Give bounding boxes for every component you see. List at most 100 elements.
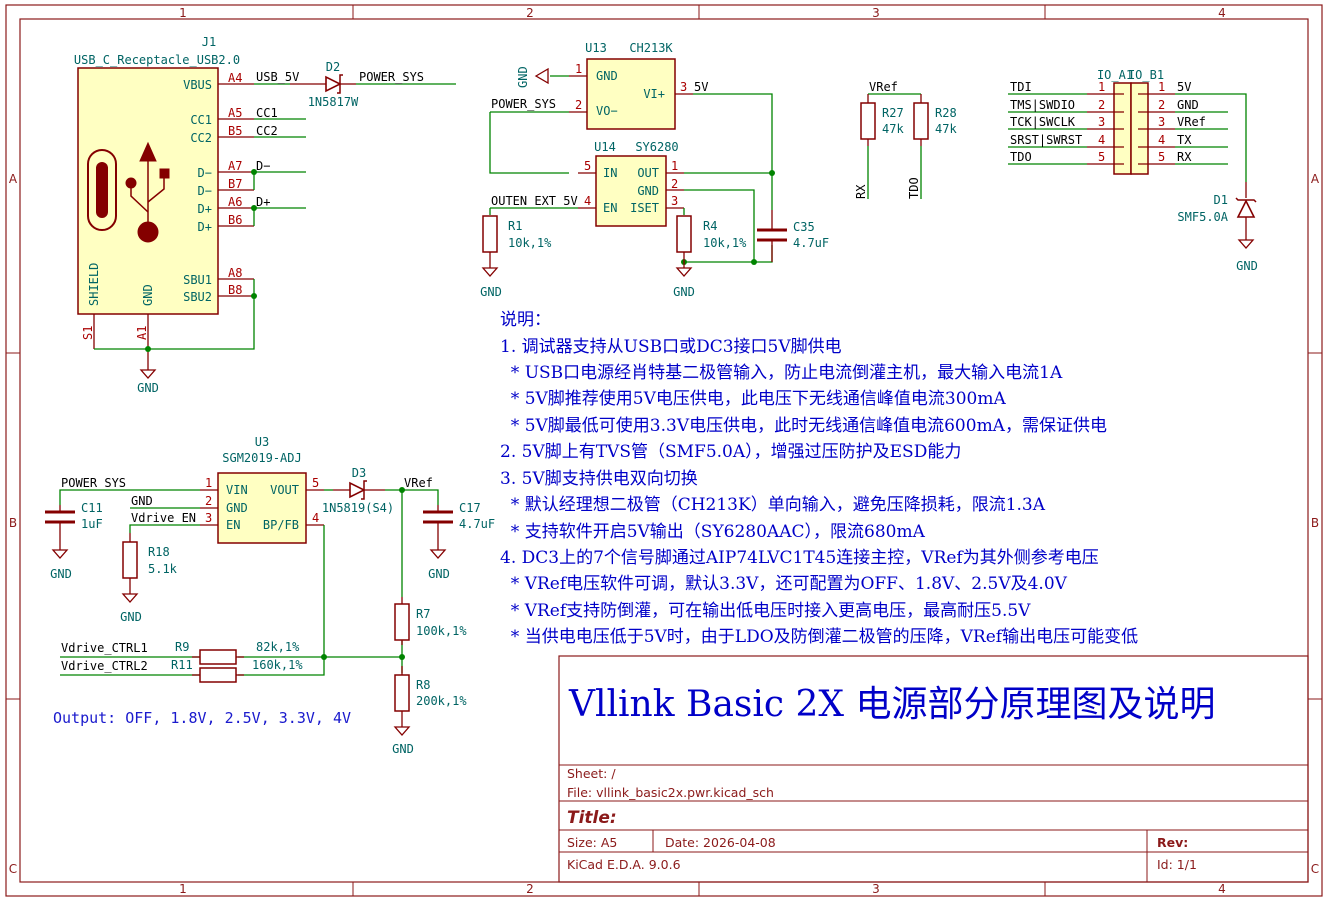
net-label-usb-5v: USB_5V [256, 70, 299, 84]
r7-ref: R7 [416, 607, 430, 621]
gnd-label: GND [516, 66, 530, 88]
size-label: Size: A5 [567, 835, 617, 850]
junction [321, 654, 327, 660]
pin-num: 2 [205, 494, 212, 508]
pin-name-gnd: GND [141, 284, 155, 306]
pin-name-dp: D+ [198, 220, 212, 234]
d3-ref: D3 [352, 466, 366, 480]
row-label: C [9, 862, 17, 876]
pin-name-vout: VOUT [270, 483, 299, 497]
capacitor-c11[interactable]: C11 1uF GND [45, 501, 103, 581]
pin-name-out: OUT [637, 166, 659, 180]
pin-num: 5 [1158, 150, 1165, 164]
row-label: B [9, 516, 17, 530]
pin-num: A7 [228, 159, 242, 173]
ideal-diode-u13[interactable]: U13 CH213K GND VO− VI+ 1 2 3 GND POWER_S… [489, 41, 773, 174]
gnd-label: GND [120, 610, 142, 624]
gnd-label: GND [392, 742, 414, 756]
net-label: TCK|SWCLK [1010, 115, 1076, 129]
pin-name-bpfb: BP/FB [263, 518, 299, 532]
pin-num: B6 [228, 213, 242, 227]
gnd-symbol [51, 549, 69, 559]
u3-ref: U3 [255, 435, 269, 449]
gnd-symbol [481, 267, 499, 277]
junction [251, 169, 257, 175]
junction [145, 346, 151, 352]
diode-d3[interactable]: D3 1N5819(S4) VRef [322, 466, 433, 515]
pin-num: 3 [1098, 115, 1105, 129]
pin-num: 4 [1098, 133, 1105, 147]
pin-num: 1 [1158, 80, 1165, 94]
resistor-r7[interactable]: R7 100k,1% [394, 597, 467, 645]
resistor-r1[interactable]: R1 10k,1% GND [480, 215, 552, 299]
net-label: GND [1177, 98, 1199, 112]
net-label-dp: D+ [256, 195, 270, 209]
pullup-resistors[interactable]: VRef R27 47k R28 47k RX TDO [854, 80, 957, 199]
net-label-outen: OUTEN_EXT_5V [491, 194, 578, 208]
resistor-r9[interactable]: Vdrive_CTRL1 R9 82k,1% [61, 640, 300, 665]
note-line: 1. 调试器支持从USB口或DC3接口5V脚供电 [500, 337, 842, 357]
gnd-label: GND [50, 567, 72, 581]
net-label: RX [1177, 150, 1192, 164]
gnd-label: GND [137, 381, 159, 395]
junction [251, 293, 257, 299]
gnd-symbol [534, 67, 549, 85]
pin-name-dp: D+ [198, 202, 212, 216]
u14-value: SY6280 [635, 140, 678, 154]
resistor-r8[interactable]: R8 200k,1% GND [392, 666, 467, 756]
d3-value: 1N5819(S4) [322, 501, 394, 515]
ldo-u3[interactable]: U3 SGM2019-ADJ VIN GND EN VOUT BP/FB 1 2… [59, 435, 439, 676]
diode-d2[interactable]: D2 1N5817W POWER_SYS [290, 60, 456, 109]
column-label: 2 [526, 6, 534, 20]
net-label-cc1: CC1 [256, 106, 278, 120]
io-header[interactable]: IO_A1 IO_B1 1 2 [1008, 68, 1247, 182]
tvs-diode-d1[interactable]: D1 SMF5.0A GND [1177, 182, 1258, 273]
pin-name-en: EN [603, 201, 617, 215]
pin-num: 1 [575, 62, 582, 76]
pin-name-gnd: GND [596, 69, 618, 83]
capacitor-c17[interactable]: C17 4.7uF GND [423, 501, 495, 581]
r1-value: 10k,1% [508, 236, 552, 250]
usb-c-connector-j1[interactable]: J1 USB_C_Receptacle_USB2.0 VBUS CC1 CC2 … [74, 35, 306, 395]
c17-value: 4.7uF [459, 517, 495, 531]
sheet-label: Sheet: / [567, 766, 616, 781]
capacitor-c35[interactable]: C35 4.7uF [757, 210, 829, 262]
net-label: TDI [1010, 80, 1032, 94]
pin-num: B8 [228, 283, 242, 297]
net-label-vdrive-en: Vdrive_EN [131, 511, 196, 525]
note-line: * USB口电源经肖特基二极管输入，防止电流倒灌主机，最大输入电流1A [500, 363, 1063, 383]
resistor-r11[interactable]: Vdrive_CTRL2 R11 160k,1% [61, 658, 303, 683]
notes-block: 说明： 1. 调试器支持从USB口或DC3接口5V脚供电 * USB口电源经肖特… [500, 310, 1138, 647]
r18-ref: R18 [148, 545, 170, 559]
gnd-label: GND [673, 285, 695, 299]
pin-num: A5 [228, 106, 242, 120]
gnd-symbol [429, 549, 447, 559]
pin-name-in: IN [603, 166, 617, 180]
resistor-r18[interactable]: R18 5.1k GND [120, 533, 178, 624]
note-line: * VRef电压软件可调，默认3.3V，还可配置为OFF、1.8V、2.5V及4… [500, 574, 1068, 594]
net-label-vdrive-ctrl2: Vdrive_CTRL2 [61, 659, 148, 673]
u13-value: CH213K [629, 41, 673, 55]
net-label-power-sys: POWER_SYS [359, 70, 424, 84]
pin-name-vin: VIN [226, 483, 248, 497]
r28-value: 47k [935, 122, 957, 136]
pin-num: 1 [671, 159, 678, 173]
pin-name-dm: D− [198, 184, 212, 198]
junction [399, 654, 405, 660]
pin-num: A4 [228, 71, 242, 85]
net-label: TX [1177, 133, 1192, 147]
pin-name-cc1: CC1 [190, 113, 212, 127]
pin-name-sbu2: SBU2 [183, 290, 212, 304]
note-line: * 当供电电压低于5V时，由于LDO及防倒灌二极管的压降，VRef输出电压可能变… [500, 627, 1138, 647]
r9-ref: R9 [175, 640, 189, 654]
junction [751, 259, 757, 265]
resistor-r4[interactable]: R4 10k,1% GND [673, 215, 747, 299]
pin-num: 3 [680, 80, 687, 94]
pin-num: 2 [575, 98, 582, 112]
load-switch-u14[interactable]: U14 SY6280 IN EN OUT GND ISET 5 4 1 2 3 … [489, 140, 775, 265]
column-label: 2 [526, 882, 534, 896]
net-label-vref: VRef [404, 476, 433, 490]
note-line: * 5V脚最低可使用3.3V电压供电，此时无线通信峰值电流600mA，需保证供电 [500, 415, 1107, 436]
pin-num: 4 [312, 511, 319, 525]
gnd-label: GND [480, 285, 502, 299]
